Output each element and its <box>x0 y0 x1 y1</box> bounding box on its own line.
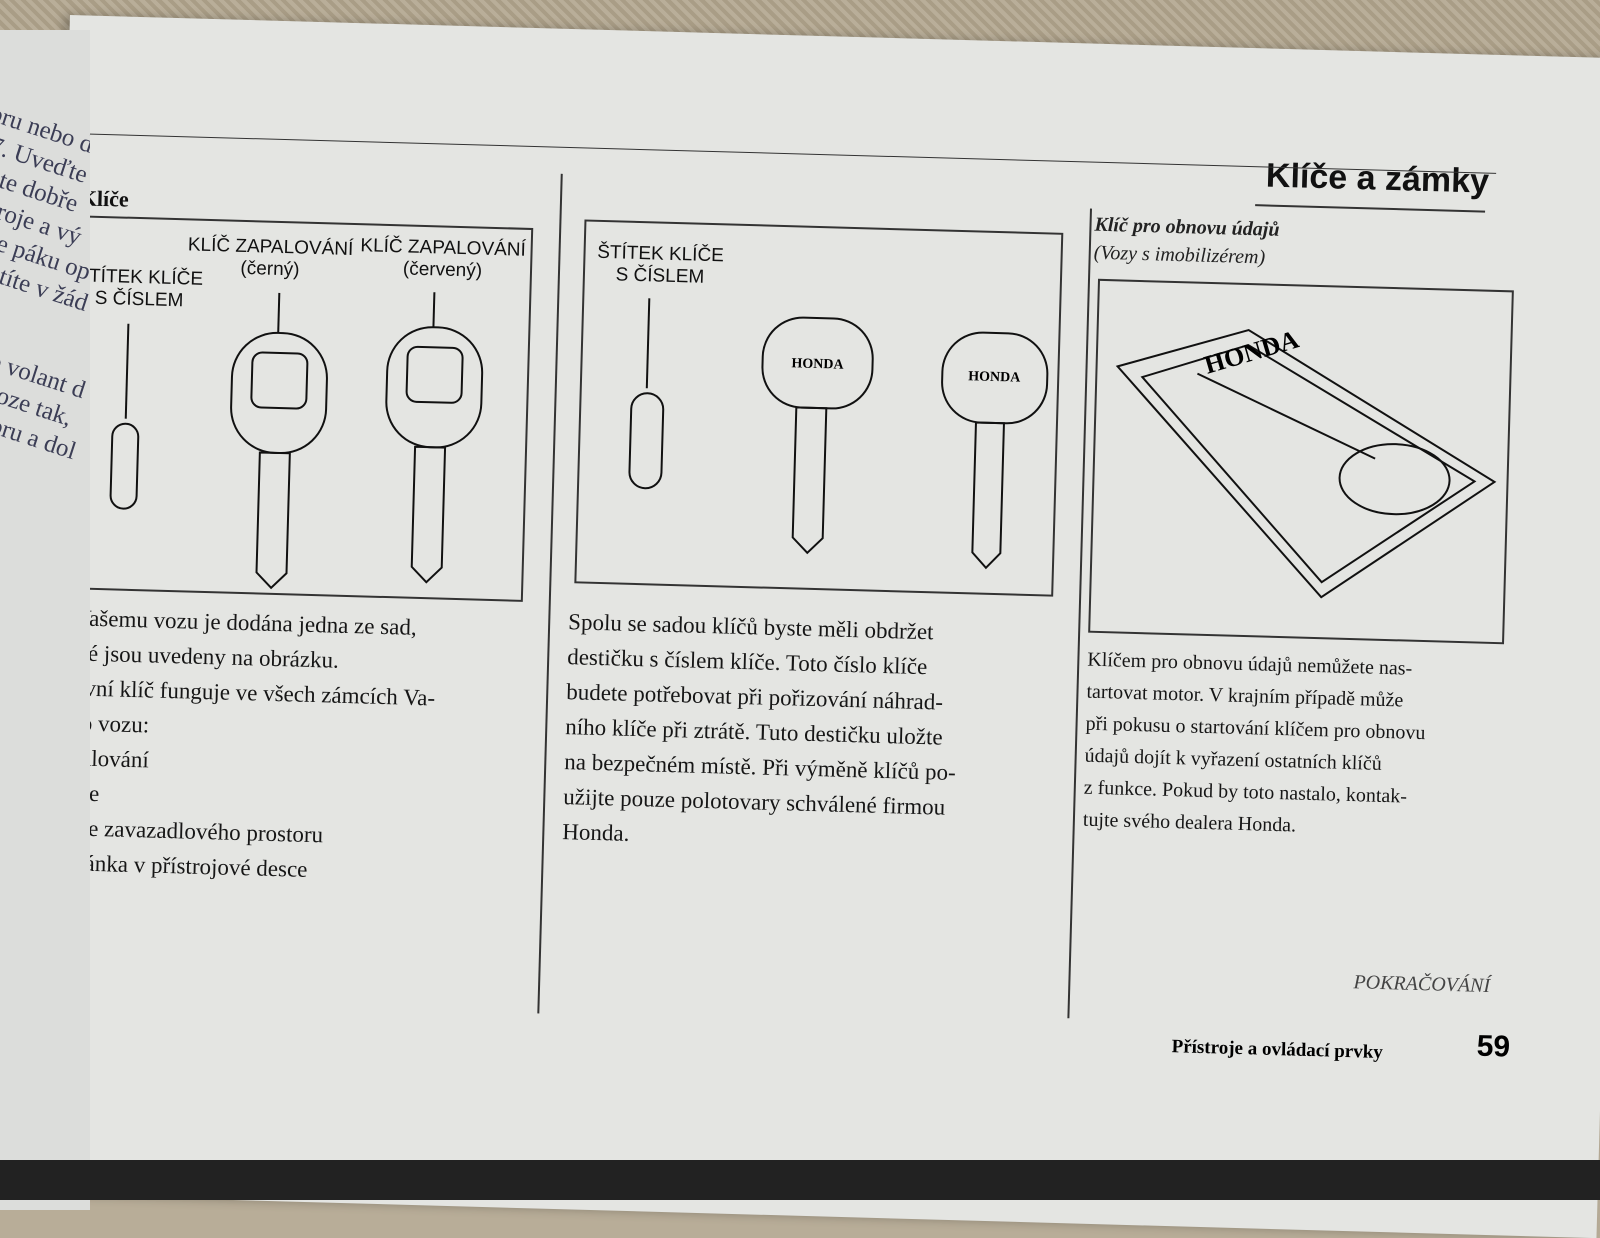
reset-key-card-illustration: HONDA <box>1115 324 1497 599</box>
reset-key-figure: HONDA <box>1088 278 1514 645</box>
keys-description: K Vašemu vozu je dodána jedna ze sad, kt… <box>46 600 524 893</box>
keys-figure: ŠTÍTEK KLÍČE S ČÍSLEM KLÍČ ZAPALOVÁNÍ (č… <box>63 215 534 602</box>
title-underline <box>1255 204 1486 213</box>
bottom-shadow <box>0 1160 1600 1200</box>
section-heading-reset-key: Klíč pro obnovu údajů <box>1094 213 1280 241</box>
page-number: 59 <box>1476 1029 1511 1064</box>
section-subheading: (Vozy s imobilizérem) <box>1093 241 1266 269</box>
column-divider <box>537 173 563 1014</box>
key-brand-text: HONDA <box>791 356 844 372</box>
facing-page-edge: oru nebo d 7. Uveďte ste dobře troje a v… <box>0 30 90 1210</box>
page-title: Klíče a zámky <box>1265 156 1490 201</box>
footer-section-name: Přístroje a ovládací prvky <box>1171 1036 1384 1064</box>
reset-key-description: Klíčem pro obnovu údajů nemůžete nas- ta… <box>1082 644 1517 848</box>
key-tag-figure: ŠTÍTEK KLÍČE S ČÍSLEM HONDA HONDA <box>574 219 1064 597</box>
key-brand-text: HONDA <box>968 369 1021 385</box>
header-rule <box>86 133 1497 174</box>
keys-illustration: HONDA HONDA <box>628 298 1049 570</box>
keys-illustration <box>109 292 484 590</box>
continued-label: POKRAČOVÁNÍ <box>1353 971 1491 998</box>
key-tag-description: Spolu se sadou klíčů byste měli obdržet … <box>562 604 1059 863</box>
manual-page: Klíče a zámky Klíče ŠTÍTEK KLÍČE S ČÍSLE… <box>37 15 1600 1238</box>
